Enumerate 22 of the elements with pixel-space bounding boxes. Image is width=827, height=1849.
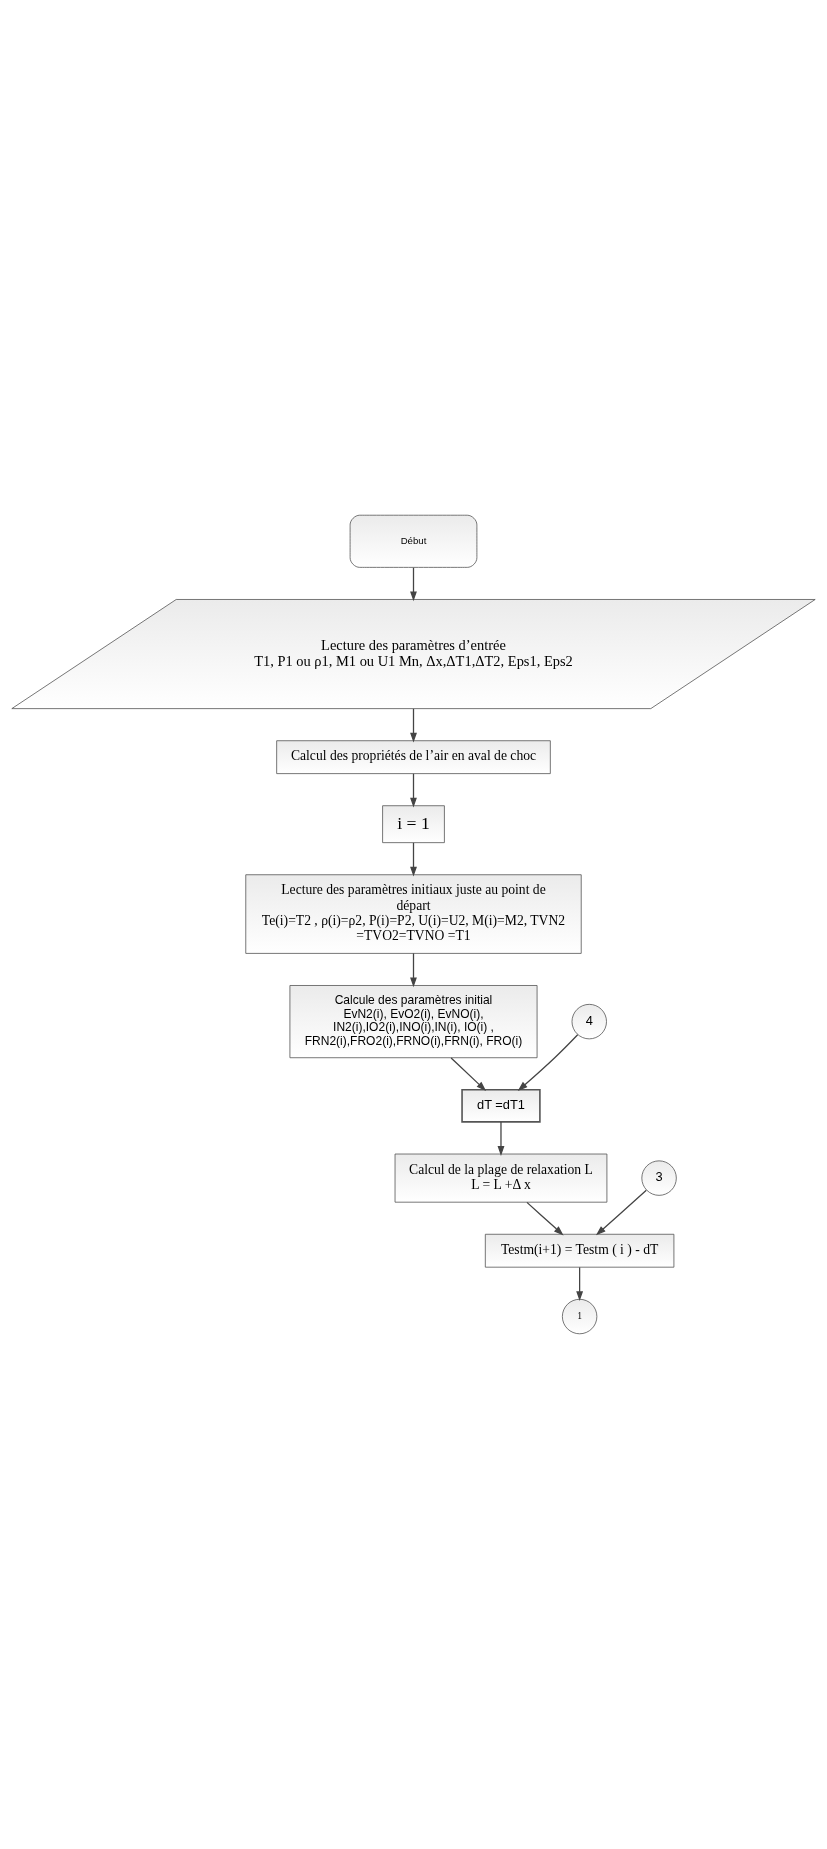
- node-box: Testm(i+1) = Testm ( i ) - dT: [484, 1233, 675, 1268]
- node-box: Calcul des propriétés de l’air en aval de choc: [276, 740, 551, 774]
- arrow: [410, 566, 417, 602]
- arrow: [517, 1034, 579, 1091]
- node-circle: 1: [561, 1298, 598, 1335]
- arrow: [595, 1189, 647, 1236]
- arrow: [497, 1121, 505, 1156]
- arrow: [410, 842, 417, 877]
- node-box: Calcul de la plage de relaxation L L = L +Δ x: [394, 1153, 608, 1203]
- node-box: Lecture des paramètres initiaux juste au point de départ Te(i)=T2 , ρ(i)=ρ2, P(i)=P2, U(i)=U2, M(i)=M2, TVN2 =TVO2=TVNO =T1: [245, 874, 582, 954]
- node-circle: 4: [571, 1003, 607, 1040]
- node-box: dT =dT1: [461, 1089, 541, 1123]
- node-circle: 3: [641, 1160, 677, 1196]
- node-box: i = 1: [382, 805, 445, 844]
- node-box: Début: [349, 514, 478, 568]
- node-box: Calcule des paramètres initial EvN2(i), EvO2(i), EvNO(i), IN2(i),IO2(i),INO(i),IN(i), IO(i) , FRN2(i),FRO2(i),FRNO(i),FRN(i), FRO(i): [289, 985, 538, 1059]
- arrow: [450, 1057, 487, 1092]
- arrow: [576, 1266, 584, 1302]
- arrow: [526, 1201, 564, 1236]
- arrow: [410, 952, 417, 988]
- arrow: [410, 773, 417, 808]
- arrow: [410, 708, 417, 743]
